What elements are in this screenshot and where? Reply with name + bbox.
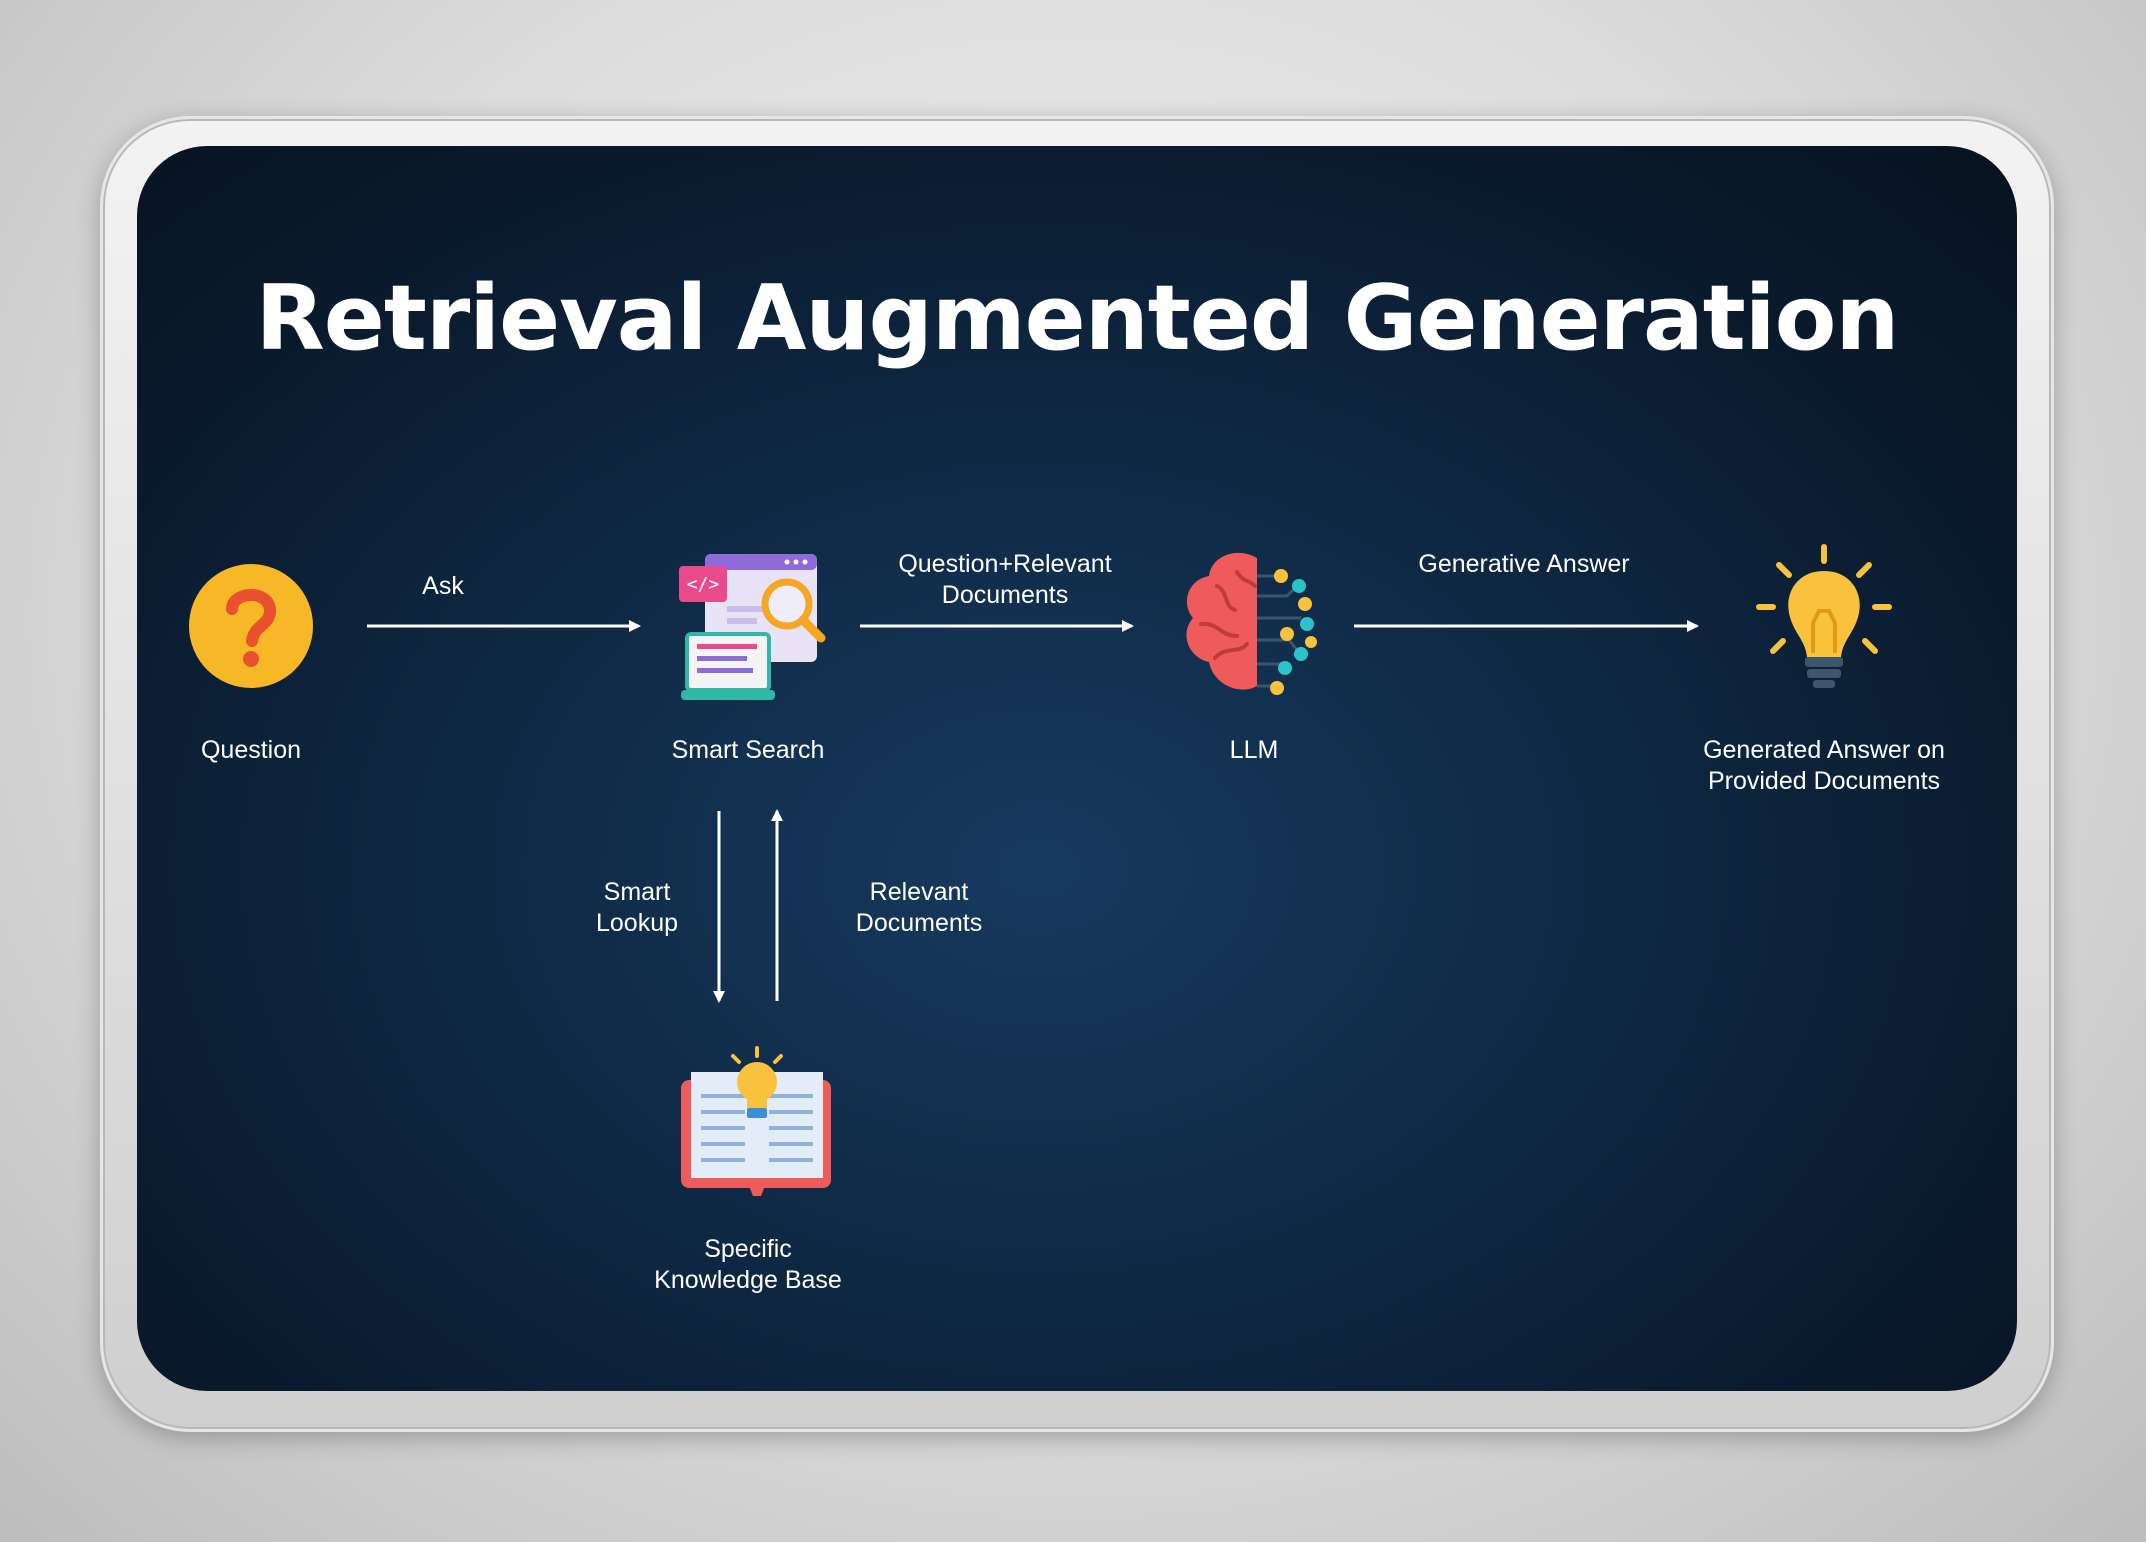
light-bulb-icon	[1756, 544, 1892, 688]
knowledge-base-node	[677, 1046, 837, 1211]
llm-node	[1177, 546, 1337, 711]
edge-label-relevant-documents: Relevant Documents	[855, 878, 983, 937]
answer-label: Generated Answer on Provided Documents	[1703, 736, 1945, 795]
question-mark-circle-icon	[189, 564, 313, 688]
question-node	[186, 561, 316, 696]
edge-label-generative-answer: Generative Answer	[1418, 550, 1630, 578]
knowledge-base-label: Specific Knowledge Base	[654, 1235, 842, 1294]
question-label: Question	[200, 736, 302, 764]
diagram-title: Retrieval Augmented Generation	[255, 266, 1900, 371]
brain-circuit-icon	[1186, 552, 1317, 695]
edge-label-smart-lookup: Smart Lookup	[595, 878, 679, 937]
smart-search-node: </>	[677, 546, 837, 711]
svg-text:</>: </>	[687, 574, 720, 595]
answer-node	[1749, 541, 1899, 706]
code-window-search-icon: </>	[679, 554, 826, 700]
llm-label: LLM	[1229, 736, 1279, 764]
edge-label-question-relevant-docs: Question+Relevant Documents	[898, 550, 1112, 609]
diagram-panel: Retrieval Augmented Generation Question …	[137, 146, 2017, 1391]
connector-arrows	[367, 620, 1699, 1003]
edge-label-ask: Ask	[422, 572, 464, 600]
open-book-bulb-icon	[681, 1046, 831, 1196]
smart-search-label: Smart Search	[671, 736, 825, 764]
